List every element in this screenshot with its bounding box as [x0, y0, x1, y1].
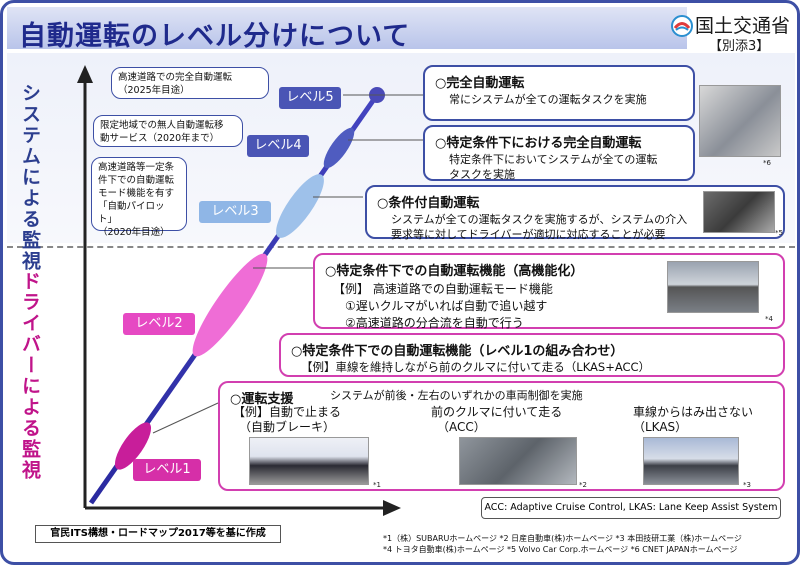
- level4-title: ○特定条件下における完全自動運転: [435, 136, 642, 151]
- acc-photo: [459, 437, 577, 485]
- level1-lens: [114, 422, 152, 470]
- level5-label: レベル5: [279, 87, 341, 109]
- level5-4-photo: [699, 85, 781, 157]
- lkas-photo: [643, 437, 739, 485]
- level4-lens: [323, 127, 355, 169]
- acc-lkas-legend: ACC: Adaptive Cruise Control, LKAS: Lane…: [481, 497, 781, 519]
- level2-lens: [192, 253, 268, 357]
- level2-label: レベル2: [123, 313, 195, 335]
- level1-example-3: 車線からはみ出さない （LKAS）: [633, 405, 754, 434]
- level3-lens: [276, 174, 324, 238]
- title-bar: 自動運転のレベル分けについて: [7, 7, 687, 52]
- level3-note: *5: [775, 229, 783, 237]
- annex-label: 【別添3】: [709, 39, 770, 54]
- source-note: 官民ITS構想・ロードマップ2017等を基に作成: [35, 525, 281, 543]
- level1-note-3: *3: [743, 481, 751, 489]
- system-monitor-label: システムによる監視: [19, 83, 41, 272]
- level4-note: *6: [763, 159, 771, 167]
- level5-box: ○完全自動運転 常にシステムが全ての運転タスクを実施: [423, 65, 695, 121]
- x-axis-arrow-icon: [383, 500, 401, 516]
- credits-line-2: *4 トヨタ自動車(株)ホームページ *5 Volvo Car Corp.ホーム…: [383, 545, 738, 554]
- image-credits: *1（株）SUBARUホームページ *2 日産自動車(株)ホームページ *3 本…: [383, 533, 742, 555]
- callout-level5: 高速道路での完全自動運転 （2025年目途）: [111, 67, 269, 99]
- level1-label: レベル1: [133, 459, 201, 481]
- level2-advanced-title: ○特定条件下での自動運転機能（高機能化）: [325, 264, 584, 279]
- level3-title: ○条件付自動運転: [377, 196, 480, 211]
- level-diagram: [77, 65, 423, 516]
- level1-note-1: *1: [373, 481, 381, 489]
- level5-title: ○完全自動運転: [435, 76, 525, 91]
- level4-label: レベル4: [247, 135, 309, 157]
- level1-title: ○運転支援: [230, 392, 294, 407]
- monitor-divider: [7, 246, 795, 248]
- level1-example-1: 【例】自動で止まる （自動ブレーキ）: [233, 405, 342, 434]
- y-axis-arrow-icon: [77, 65, 93, 83]
- level2-combo-title: ○特定条件下での自動運転機能（レベル1の組み合わせ）: [291, 344, 624, 359]
- ministry-logo-icon: [671, 15, 693, 37]
- level2-combo-desc: 【例】車線を維持しながら前のクルマに付いて走る（LKAS+ACC）: [301, 360, 651, 374]
- callout-level4: 限定地域での無人自動運転移 動サービス（2020年まで）: [93, 115, 243, 147]
- level2-photo: [667, 261, 759, 313]
- level2-combo-box: ○特定条件下での自動運転機能（レベル1の組み合わせ） 【例】車線を維持しながら前…: [279, 333, 785, 377]
- level3-desc: システムが全ての運転タスクを実施するが、システムの介入 要求等に対してドライバー…: [391, 213, 688, 241]
- auto-brake-photo: [249, 437, 369, 485]
- level1-desc: システムが前後・左右のいずれかの車両制御を実施: [330, 389, 583, 402]
- level5-desc: 常にシステムが全ての運転タスクを実施: [449, 93, 647, 106]
- level3-label: レベル3: [199, 201, 271, 223]
- level4-desc: 特定条件下においてシステムが全ての運転 タスクを実施: [449, 153, 658, 181]
- level3-photo: [703, 191, 775, 233]
- level1-example-2: 前のクルマに付いて走る （ACC）: [431, 405, 563, 434]
- level2-note: *4: [765, 315, 773, 323]
- level1-note-2: *2: [579, 481, 587, 489]
- driver-monitor-label: ドライバーによる監視: [19, 271, 41, 481]
- callout-level3: 高速道路等一定条 件下での自動運転 モード機能を有す 「自動パイロット」 （20…: [91, 157, 187, 238]
- level4-box: ○特定条件下における完全自動運転 特定条件下においてシステムが全ての運転 タスク…: [423, 125, 695, 181]
- ministry-name: 国土交通省: [695, 15, 791, 37]
- level1-connector: [152, 402, 219, 434]
- level2-advanced-desc: 【例】 高速道路での自動運転モード機能 ①遅いクルマがいれば自動で追い越す ②高…: [333, 282, 553, 330]
- page-title: 自動運転のレベル分けについて: [19, 21, 411, 52]
- credits-line-1: *1（株）SUBARUホームページ *2 日産自動車(株)ホームページ *3 本…: [383, 534, 742, 543]
